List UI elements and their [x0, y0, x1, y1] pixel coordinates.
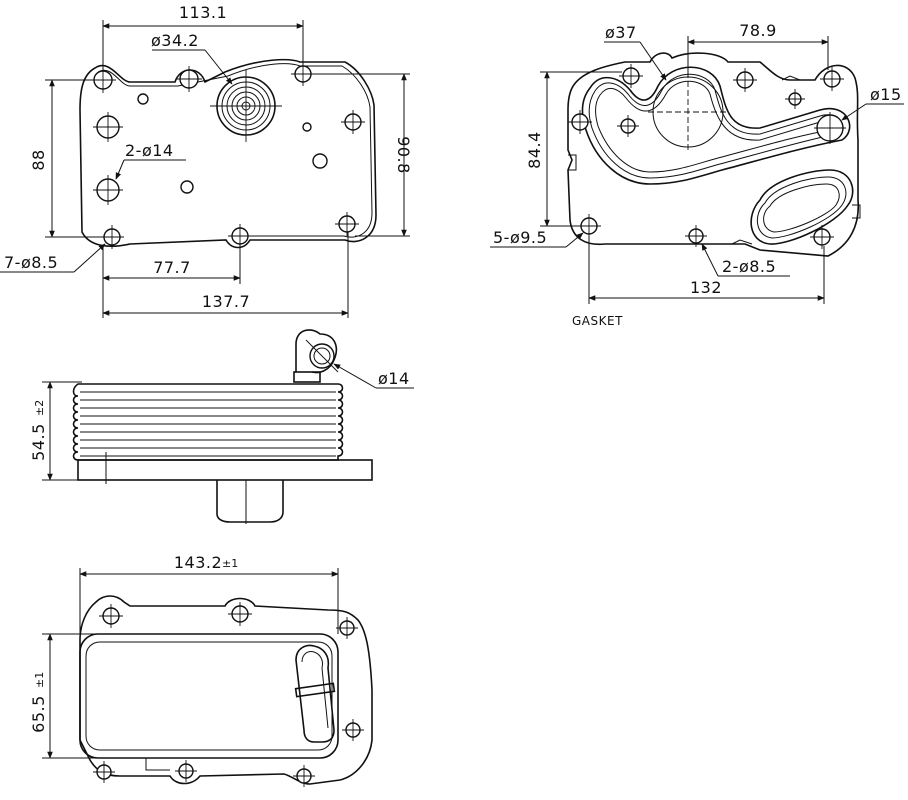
- gasket-oval-bead: [750, 169, 854, 245]
- dim-top-width-text: 113.1: [179, 3, 227, 22]
- gasket-caption: GASKET: [572, 314, 623, 328]
- dim-gasket-bolts-b-text: 2-ø8.5: [722, 257, 776, 276]
- dim-height-right-text: 90.8: [394, 136, 413, 174]
- dim-overall-width: 137.7: [102, 232, 349, 318]
- dim-bottom-height: 65.5 ±1: [29, 633, 96, 759]
- dim-large-port-text: ø37: [605, 23, 637, 42]
- dim-side-height-text: 54.5: [29, 423, 48, 461]
- dim-gasket-height: 84.4: [525, 71, 622, 227]
- dim-port-dia: 2-ø14: [115, 141, 186, 180]
- dim-gasket-width: 132: [588, 236, 825, 304]
- dim-gasket-height-text: 84.4: [525, 131, 544, 169]
- dim-bolt-holes: 7-ø8.5: [0, 243, 106, 273]
- gasket-bolt-holes: [568, 64, 844, 249]
- side-view-spigot: [216, 480, 284, 523]
- side-view-fins: [80, 391, 336, 457]
- dim-gasket-bolts-b: 2-ø8.5: [701, 243, 790, 277]
- side-view-pipe: [293, 329, 339, 383]
- bottom-view-bolt-holes: [93, 602, 364, 787]
- dim-inner-width: 77.7: [102, 244, 241, 318]
- dim-bottom-width-text: 143.2: [174, 553, 222, 572]
- dim-bottom-height-text: 65.5: [29, 695, 48, 733]
- side-view-fin-stack: [72, 383, 344, 461]
- dim-gasket-bolts-a: 5-ø9.5: [490, 228, 584, 248]
- top-view-central-boss: [210, 70, 282, 142]
- bottom-view: 143.2 ±1 65.5 ±1: [29, 553, 373, 787]
- dim-offset: 78.9: [687, 21, 829, 78]
- dim-small-port-text: ø15: [870, 85, 902, 104]
- dim-top-width: 113.1: [102, 3, 304, 72]
- dim-pipe-dia-text: ø14: [378, 369, 410, 388]
- side-view-base-plate: [77, 459, 373, 481]
- dim-pipe-dia: ø14: [333, 363, 414, 389]
- dim-height-left: 88: [29, 79, 104, 238]
- dim-height-right: 90.8: [311, 73, 413, 237]
- dim-offset-text: 78.9: [739, 21, 777, 40]
- top-view-bolt-holes: [90, 62, 365, 249]
- dim-bottom-width-tol: ±1: [222, 557, 238, 570]
- dim-gasket-width-text: 132: [690, 278, 722, 297]
- top-view: 113.1 ø34.2 88 90.8 2-ø14: [0, 3, 413, 318]
- dim-small-port: ø15: [841, 85, 904, 121]
- dim-port-dia-text: 2-ø14: [125, 141, 174, 160]
- dim-bottom-width: 143.2 ±1: [79, 553, 339, 640]
- dim-bottom-height-tol: ±1: [33, 672, 46, 688]
- dim-height-left-text: 88: [29, 149, 48, 170]
- dim-side-height-tol: ±2: [33, 400, 46, 416]
- dim-large-port: ø37: [604, 23, 667, 81]
- dim-boss-dia: ø34.2: [151, 31, 233, 85]
- dim-gasket-bolts-a-text: 5-ø9.5: [493, 228, 547, 247]
- dim-overall-width-text: 137.7: [202, 292, 250, 311]
- dim-inner-width-text: 77.7: [153, 258, 191, 277]
- dim-side-height: 54.5 ±2: [29, 381, 82, 481]
- bottom-view-inner-plate: [79, 633, 339, 759]
- bottom-view-pipe: [294, 644, 336, 743]
- side-view: ø14 54.5 ±2: [29, 329, 414, 524]
- dim-boss-dia-text: ø34.2: [151, 31, 199, 50]
- gasket-view: ø37 78.9 ø15 84.4 5-ø9.5: [490, 21, 904, 328]
- top-view-ports: [93, 112, 123, 205]
- dim-bolt-holes-text: 7-ø8.5: [4, 253, 58, 272]
- gasket-plate-outline: [567, 52, 860, 257]
